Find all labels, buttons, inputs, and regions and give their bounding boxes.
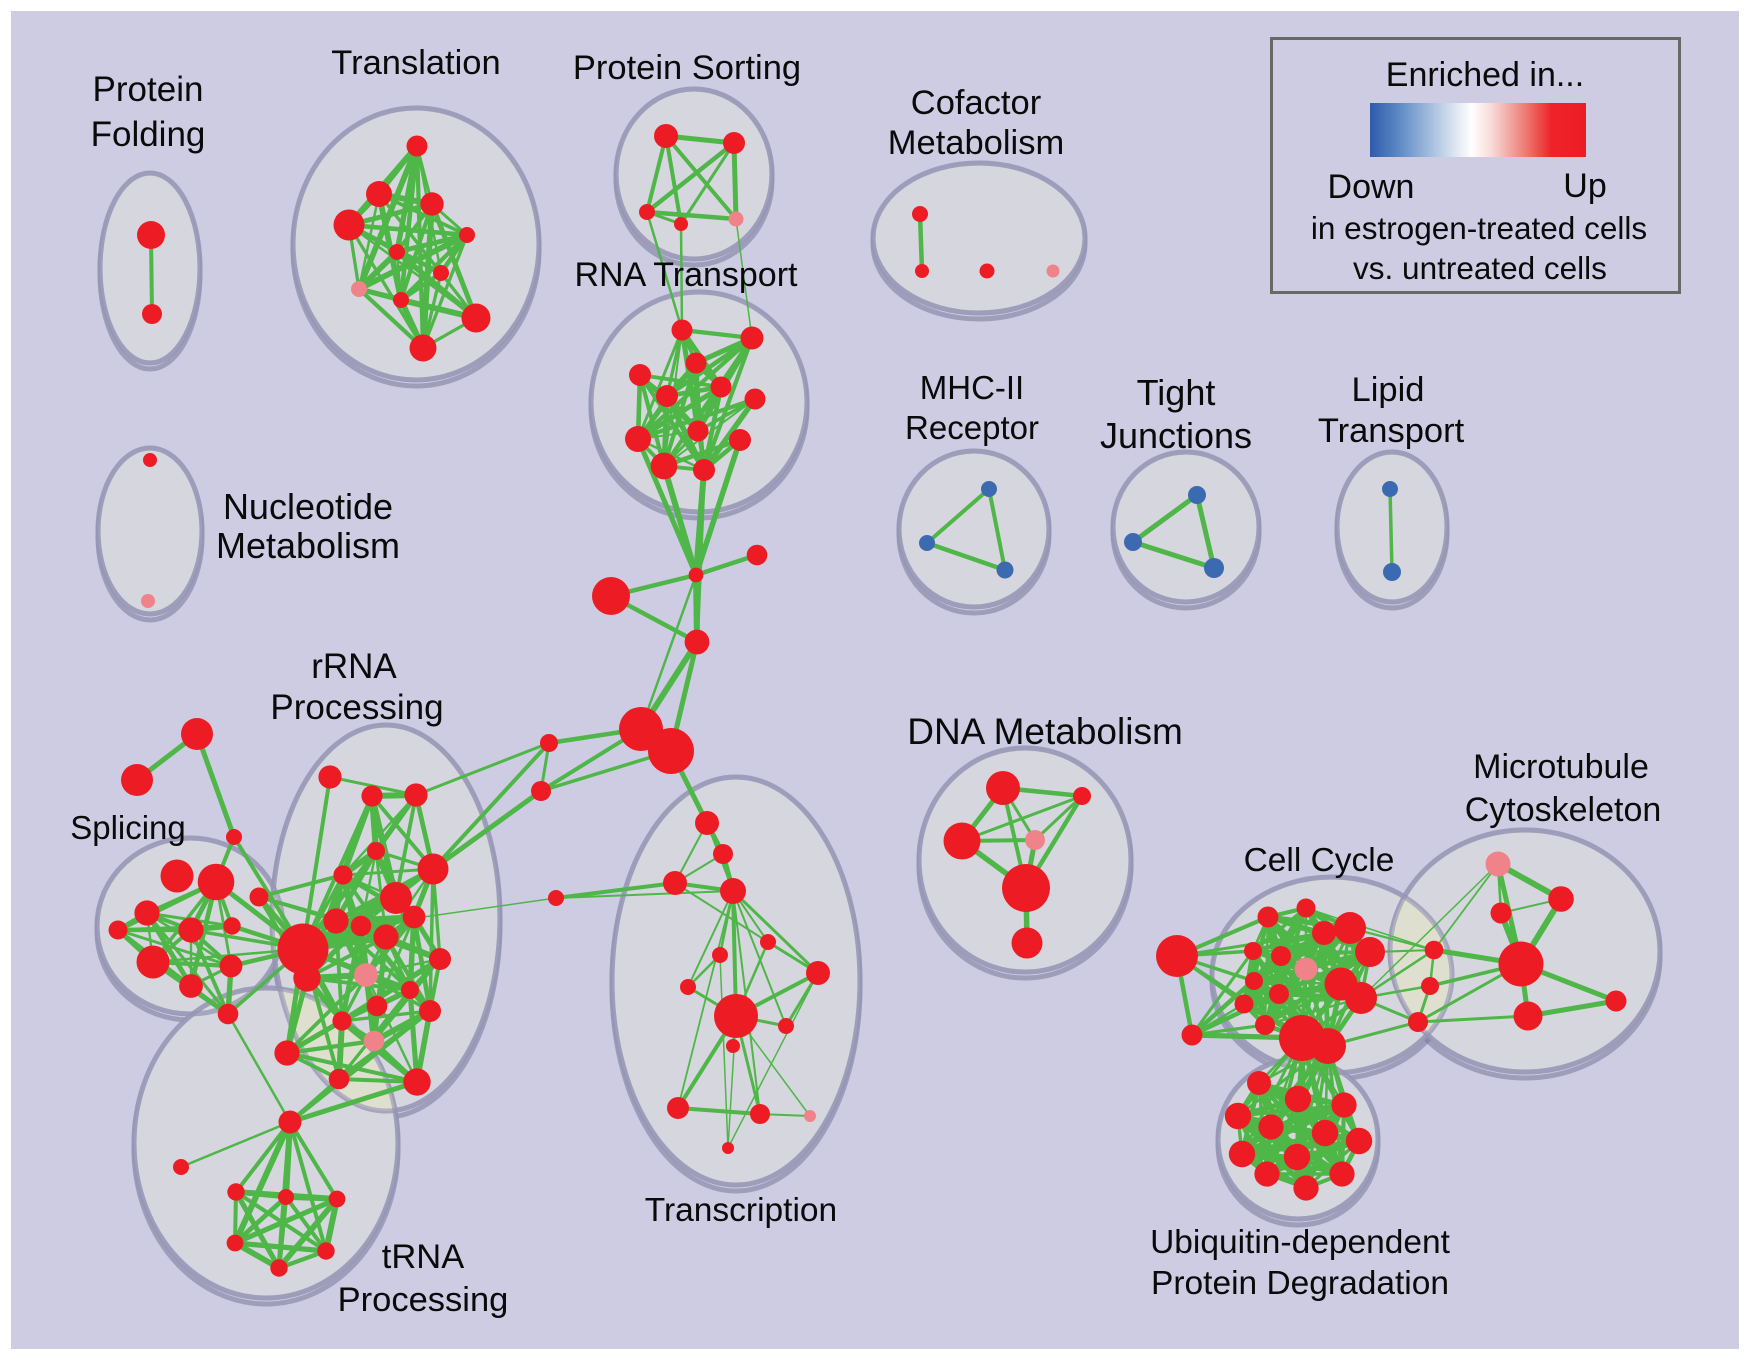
svg-text:Transcription: Transcription	[645, 1192, 837, 1229]
svg-text:MHC-II: MHC-II	[920, 369, 1024, 406]
svg-text:Cytoskeleton: Cytoskeleton	[1465, 791, 1662, 829]
svg-text:Receptor: Receptor	[905, 409, 1039, 446]
svg-text:Microtubule: Microtubule	[1473, 748, 1649, 786]
svg-text:Processing: Processing	[270, 688, 443, 727]
svg-text:Splicing: Splicing	[70, 809, 186, 846]
svg-text:in estrogen-treated cells: in estrogen-treated cells	[1311, 210, 1647, 246]
svg-text:Protein: Protein	[93, 70, 204, 109]
svg-text:Protein Sorting: Protein Sorting	[573, 49, 801, 87]
svg-text:Ubiquitin-dependent: Ubiquitin-dependent	[1150, 1224, 1451, 1261]
svg-text:Tight: Tight	[1137, 372, 1216, 413]
svg-text:Metabolism: Metabolism	[216, 525, 400, 566]
svg-text:Translation: Translation	[331, 44, 500, 82]
svg-text:Cell Cycle: Cell Cycle	[1244, 842, 1395, 879]
svg-text:Transport: Transport	[1318, 412, 1465, 450]
svg-text:Junctions: Junctions	[1100, 415, 1252, 456]
svg-text:RNA Transport: RNA Transport	[575, 256, 799, 294]
svg-text:Lipid: Lipid	[1352, 371, 1425, 409]
svg-text:Protein Degradation: Protein Degradation	[1151, 1265, 1449, 1302]
svg-text:tRNA: tRNA	[382, 1238, 464, 1276]
svg-text:Metabolism: Metabolism	[888, 124, 1064, 162]
svg-text:Cofactor: Cofactor	[911, 84, 1041, 122]
svg-text:vs. untreated cells: vs. untreated cells	[1353, 250, 1607, 286]
svg-text:Nucleotide: Nucleotide	[223, 486, 393, 527]
svg-text:Down: Down	[1328, 168, 1415, 206]
svg-text:Enriched in...: Enriched in...	[1386, 56, 1584, 94]
svg-text:Folding: Folding	[91, 115, 206, 154]
svg-text:Up: Up	[1563, 167, 1606, 205]
svg-text:rRNA: rRNA	[311, 647, 397, 686]
svg-text:Processing: Processing	[338, 1281, 509, 1319]
svg-text:DNA Metabolism: DNA Metabolism	[907, 711, 1183, 752]
